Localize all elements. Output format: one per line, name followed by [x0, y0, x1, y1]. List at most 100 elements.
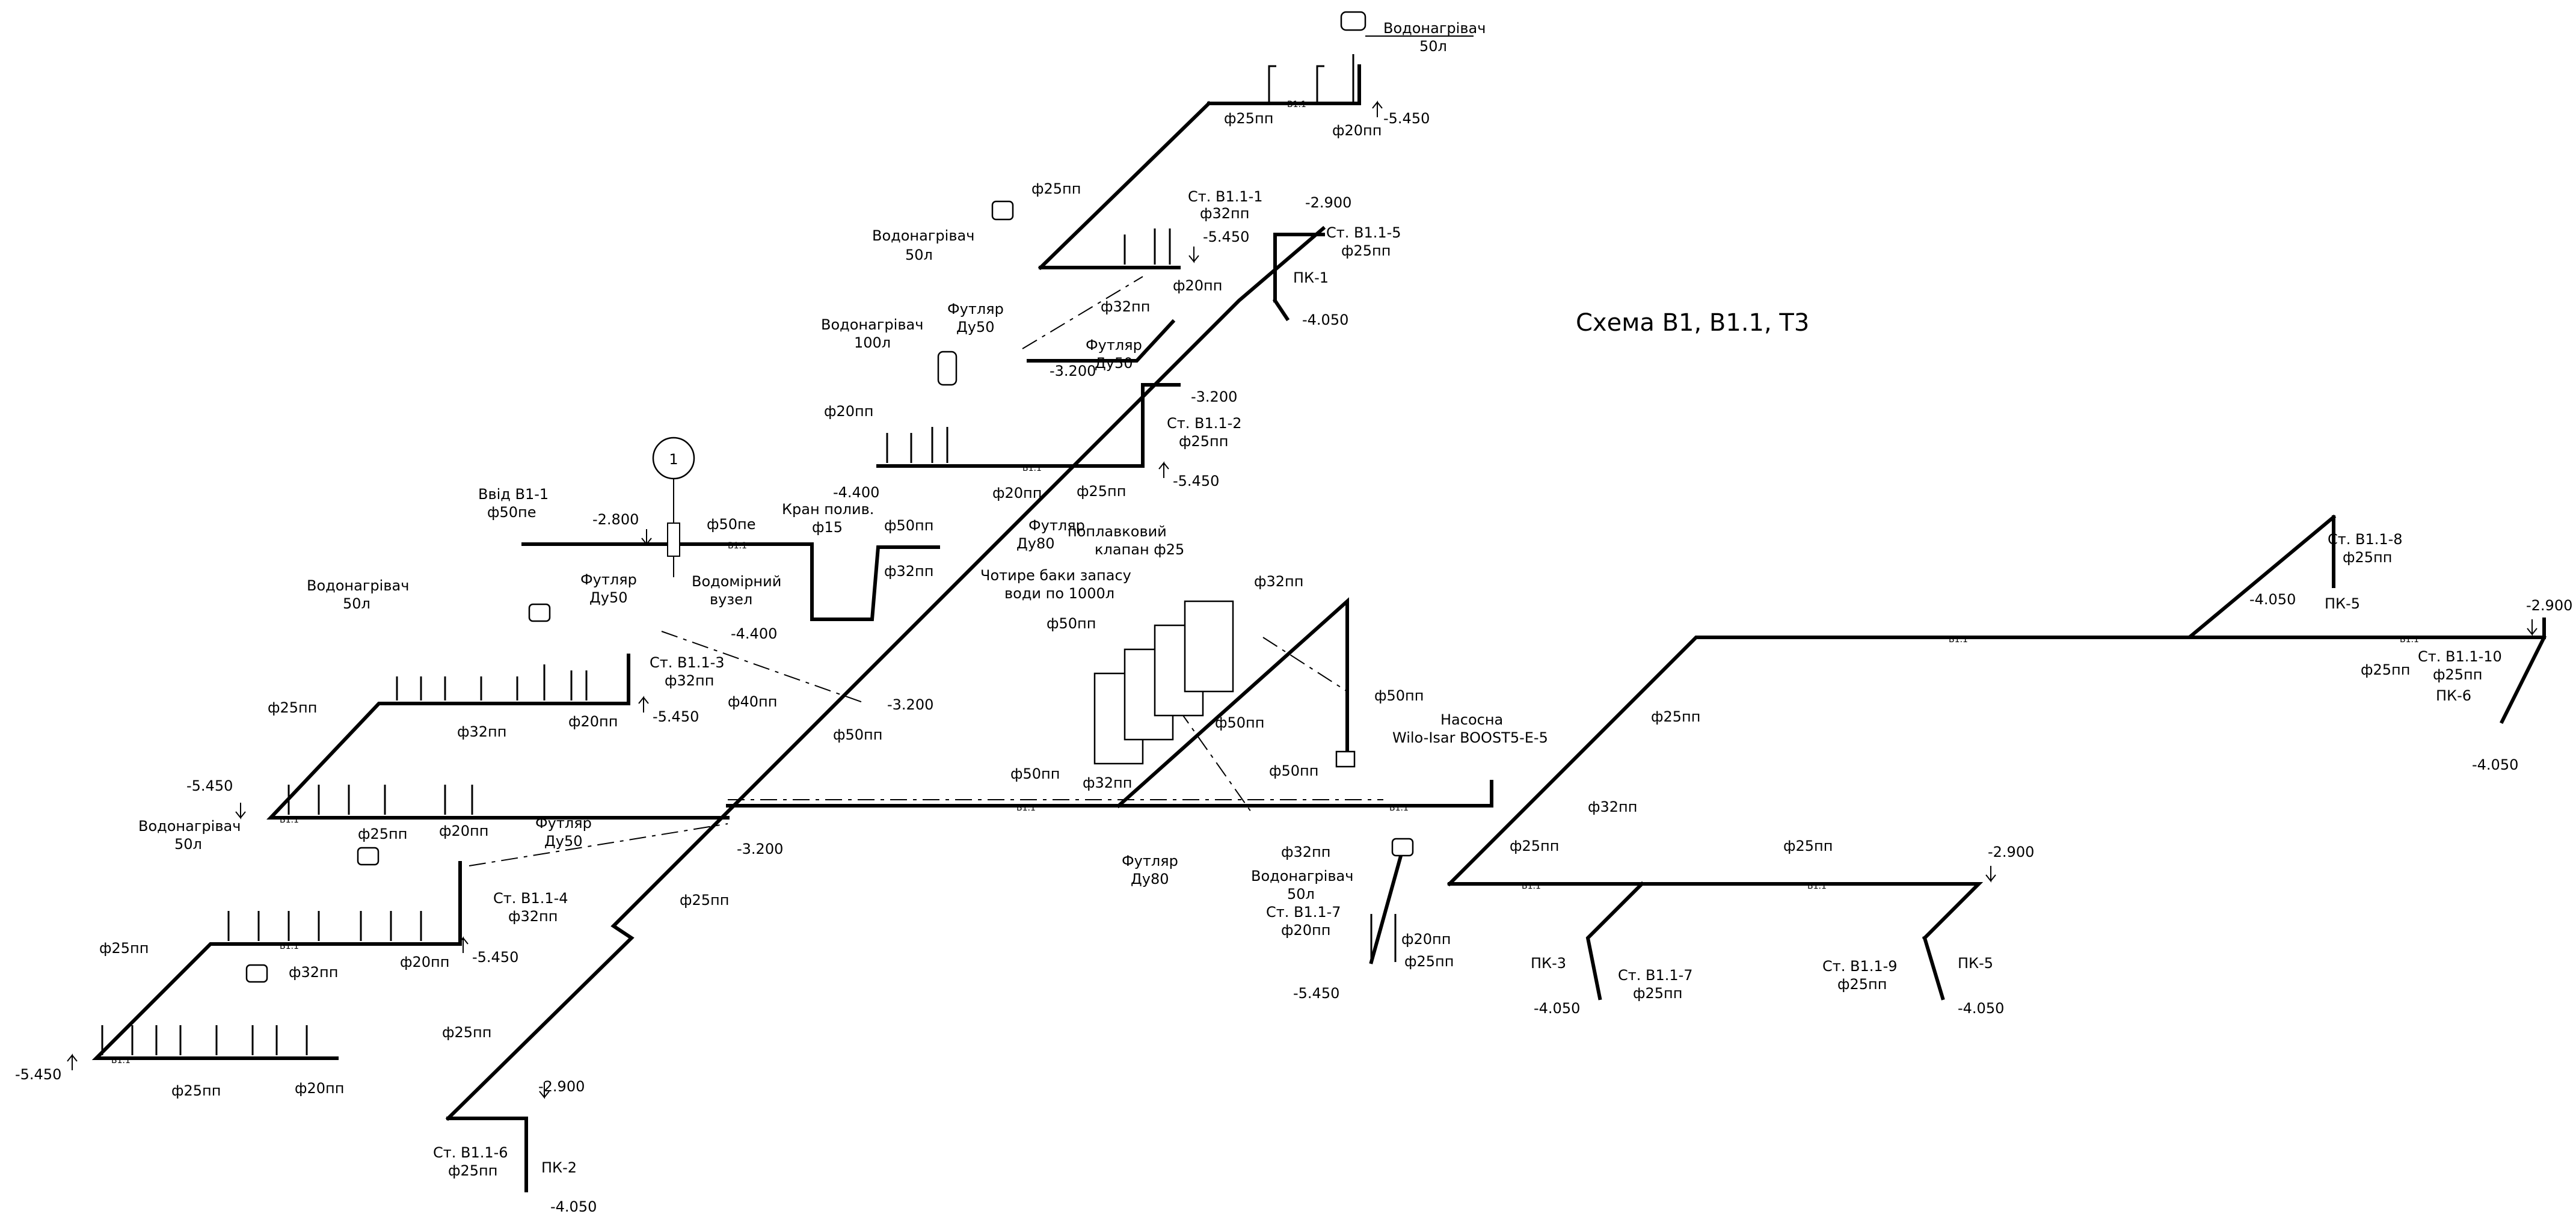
label-e5450-st1: -5.450 [1203, 228, 1249, 245]
label-d20-wh100: ф20пп [824, 403, 873, 420]
label-d25-st10: ф25пп [2361, 661, 2410, 678]
label-wh-bottom-vol: 50л [1287, 886, 1315, 903]
annotations: Водонагрівач 50л ф25пп ф20пп -5.450 ф25п… [15, 20, 2572, 1215]
dashed-line-3 [661, 631, 867, 704]
label-st7a-d: ф20пп [1281, 922, 1330, 939]
label-d25-right2: ф25пп [1510, 838, 1559, 854]
right-lower-branch-2 [1585, 881, 1645, 1001]
tag-b11-10: В1.1 [728, 541, 747, 551]
scheme-title: Схема В1, В1.1, Т3 [1576, 309, 1809, 337]
right-upper-branch-2 [2187, 618, 2546, 639]
label-futlyar-5: Футляр [580, 571, 637, 588]
label-float-valve: поплавковий [1068, 523, 1167, 540]
label-e5450-left1: -5.450 [186, 777, 233, 794]
label-d32-tanks: ф32пп [1254, 573, 1303, 590]
label-e5450-st4: -5.450 [472, 949, 518, 966]
label-pk3: ПК-3 [1531, 955, 1566, 972]
label-st2: Ст. В1.1-2 [1167, 415, 1242, 432]
label-meter: Водомірний [692, 573, 781, 590]
label-d32-tanks-b: ф32пп [1083, 774, 1132, 791]
label-st10: Ст. В1.1-10 [2418, 648, 2502, 665]
detail-marker-number: 1 [669, 451, 678, 468]
label-kran: Кран полив. [782, 501, 874, 518]
label-d20-wh100b: ф20пп [992, 485, 1042, 501]
label-d40: ф40пп [728, 693, 777, 710]
label-d20-st1: ф20пп [1173, 277, 1222, 294]
label-e5450-st3: -5.450 [653, 708, 699, 725]
label-wh-top-vol: 50л [1419, 38, 1447, 55]
label-e2800-entry: -2.800 [592, 511, 639, 528]
label-wh-left1: Водонагрівач [307, 577, 409, 594]
label-futlyar-2: Футляр [1086, 337, 1142, 354]
label-st7b-d: ф25пп [1633, 985, 1682, 1002]
label-e4050-pk2: -4.050 [550, 1198, 597, 1215]
water-meter-icon [667, 523, 680, 557]
top-branch-pipe [1207, 64, 1361, 105]
label-d50-tanks-b: ф50пп [1215, 714, 1264, 731]
label-d25-mid: ф25пп [1031, 180, 1081, 197]
label-wh-left2-vol: 50л [174, 836, 202, 853]
label-d50pe: ф50пе [707, 516, 756, 533]
tank-4 [1184, 600, 1234, 693]
water-heater-icon-top [1340, 11, 1366, 31]
st5-drop [1272, 298, 1290, 322]
tag-b11-11: В1.1 [1022, 464, 1042, 473]
top-diagonal-pipe [1037, 100, 1212, 271]
label-e2900-st5: -2.900 [1305, 194, 1351, 211]
water-heater-icon-100 [937, 351, 958, 386]
label-d32-left2: ф32пп [289, 964, 338, 981]
label-d25-left1: ф25пп [268, 699, 317, 716]
label-vvid: Ввід В1-1 [478, 486, 549, 503]
label-futlyar-4: Футляр [1122, 853, 1178, 869]
label-d25-left2: ф25пп [99, 940, 149, 957]
water-heater-icon-left1 [528, 603, 551, 622]
dashed-line-6 [1262, 637, 1348, 692]
label-d25-st6: ф25пп [442, 1024, 491, 1041]
label-e3200-upper: -3.200 [1050, 363, 1096, 379]
entry-pipe [521, 542, 940, 621]
label-d50-tanks: ф50пп [1047, 615, 1096, 632]
label-st6-d: ф25пп [448, 1162, 497, 1179]
label-d25-top: ф25пп [1224, 110, 1273, 127]
label-d25-bottom: ф25пп [1404, 953, 1454, 970]
hot-water-dashed-lines [469, 276, 1383, 866]
label-e2900-right: -2.900 [1988, 844, 2034, 860]
label-d32-lower: ф32пп [1281, 844, 1330, 860]
label-e5450-st2: -5.450 [1173, 473, 1219, 489]
label-du50-2: Ду50 [1095, 355, 1133, 372]
st2-branch-pipe [1021, 383, 1181, 468]
label-st7b: Ст. В1.1-7 [1618, 967, 1693, 984]
label-d25-right3: ф25пп [1783, 838, 1833, 854]
label-pump-model: Wilo-Isar BOOST5-E-5 [1392, 729, 1548, 746]
water-heaters [245, 11, 1414, 983]
label-wh-left1-vol: 50л [343, 595, 370, 612]
tag-b11-6: В1.1 [1016, 803, 1036, 813]
label-futlyar-3: Футляр [1028, 517, 1085, 534]
label-st2-d: ф25пп [1179, 433, 1228, 450]
label-st3-d: ф32пп [665, 672, 714, 689]
water-heater-icon-mid [991, 200, 1014, 221]
label-d50-pump: ф50пп [1374, 687, 1424, 704]
main-diagonal-pipe [445, 225, 1326, 1121]
label-float-valve-2: клапан ф25 [1095, 541, 1184, 558]
label-e4050-pk1: -4.050 [1302, 311, 1348, 328]
label-st1-d: ф32пп [1200, 205, 1249, 222]
label-d32-entry: ф32пп [884, 563, 933, 580]
label-d20-left1b: ф20пп [439, 823, 488, 839]
label-e5450-top: -5.450 [1383, 110, 1430, 127]
label-wh-mid-vol: 50л [905, 247, 933, 263]
label-futlyar-1: Футляр [947, 301, 1004, 317]
label-wh-mid: Водонагрівач [872, 227, 974, 244]
label-du50-3: Ду50 [589, 589, 628, 606]
label-du50-4: Ду50 [544, 833, 583, 850]
label-vvid-d: ф50пе [487, 504, 536, 521]
dashed-line-1 [1022, 276, 1143, 349]
fixture-risers [101, 54, 1397, 1055]
label-d25-left1b: ф25пп [358, 826, 407, 842]
left-upper-branch [266, 654, 730, 820]
label-tanks: Чотире баки запасу [980, 567, 1131, 584]
st10-drop [2499, 634, 2547, 725]
label-e4400-b: -4.400 [731, 625, 777, 642]
label-e5450-left3: -5.450 [15, 1066, 61, 1083]
pump-branch [1116, 597, 1349, 809]
